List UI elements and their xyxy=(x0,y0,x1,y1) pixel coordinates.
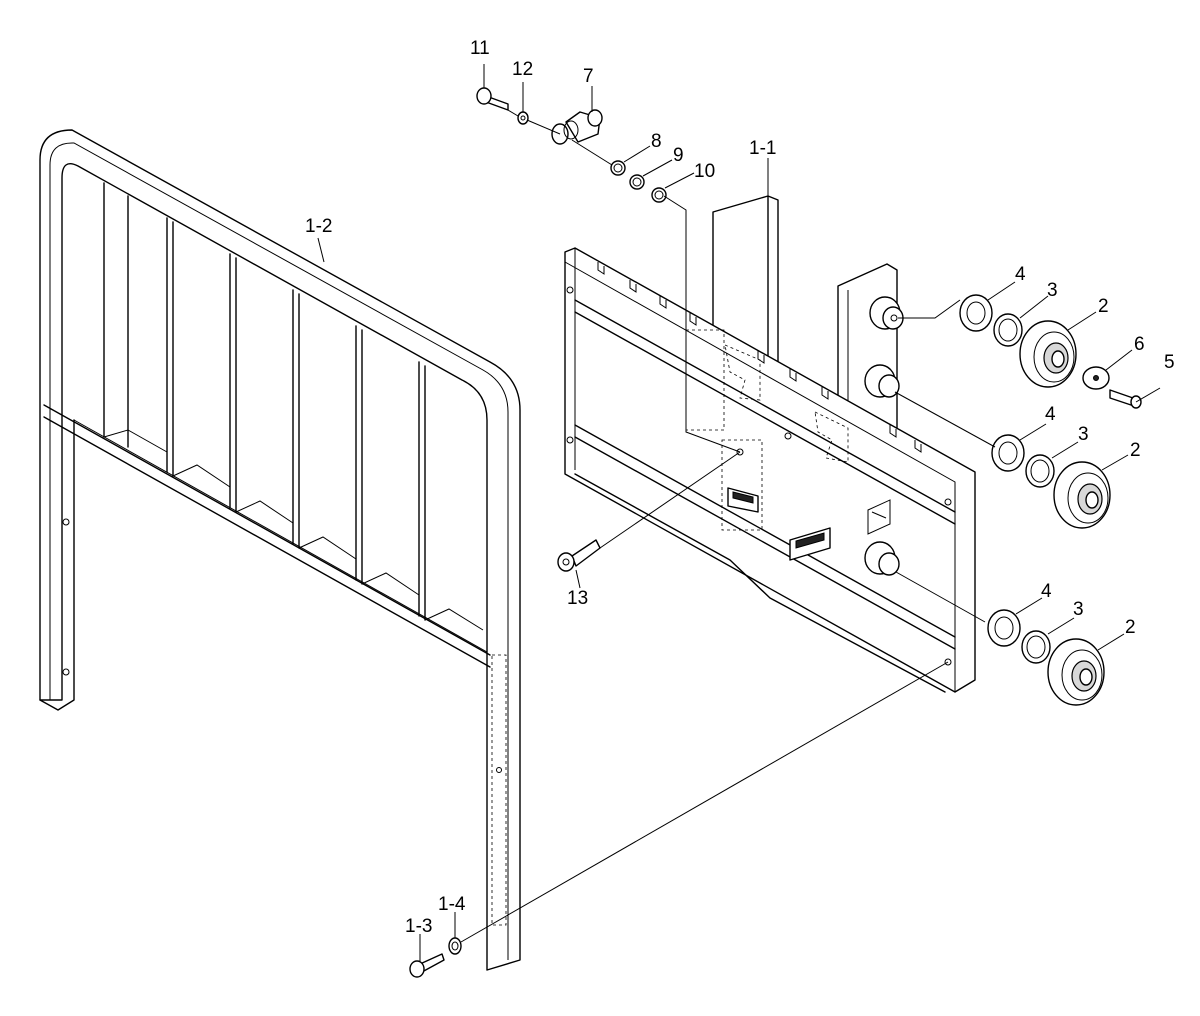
shim-4-top xyxy=(959,294,993,332)
label-3-bottom: 3 xyxy=(1073,599,1084,620)
side-roller-set-bottom xyxy=(987,609,1105,706)
label-1-4: 1-4 xyxy=(438,894,466,915)
label-2-bottom: 2 xyxy=(1125,617,1136,638)
label-6: 6 xyxy=(1134,334,1145,355)
label-7: 7 xyxy=(583,66,594,87)
label-1-2: 1-2 xyxy=(305,216,332,237)
part-labels: 11 12 7 8 9 10 1-1 1-2 4 3 2 6 5 4 3 2 4… xyxy=(305,38,1175,937)
side-roller-set-middle xyxy=(991,434,1111,529)
fork-carriage xyxy=(564,195,976,693)
label-2-top: 2 xyxy=(1098,296,1109,317)
side-roller-set-top xyxy=(959,294,1142,409)
shim-3-top xyxy=(993,313,1023,347)
screw-5 xyxy=(1109,389,1135,407)
label-9: 9 xyxy=(673,145,684,166)
label-13: 13 xyxy=(567,588,588,609)
label-11: 11 xyxy=(470,38,490,59)
label-5: 5 xyxy=(1164,352,1175,373)
label-1-1: 1-1 xyxy=(749,138,776,159)
bolt-1-3 xyxy=(409,953,445,978)
bolt-13 xyxy=(557,539,601,572)
label-12: 12 xyxy=(512,59,533,80)
load-backrest xyxy=(39,129,521,971)
label-3-top: 3 xyxy=(1047,280,1058,301)
label-8: 8 xyxy=(651,131,662,152)
washer-1-4 xyxy=(448,937,462,955)
label-4-bottom: 4 xyxy=(1041,581,1052,602)
label-4-top: 4 xyxy=(1015,264,1026,285)
label-1-3: 1-3 xyxy=(405,916,432,937)
top-parts xyxy=(476,87,667,203)
label-4-middle: 4 xyxy=(1045,404,1056,425)
label-2-middle: 2 xyxy=(1130,440,1141,461)
leader-lines xyxy=(317,64,1161,961)
label-10: 10 xyxy=(694,161,715,182)
label-3-middle: 3 xyxy=(1078,424,1089,445)
